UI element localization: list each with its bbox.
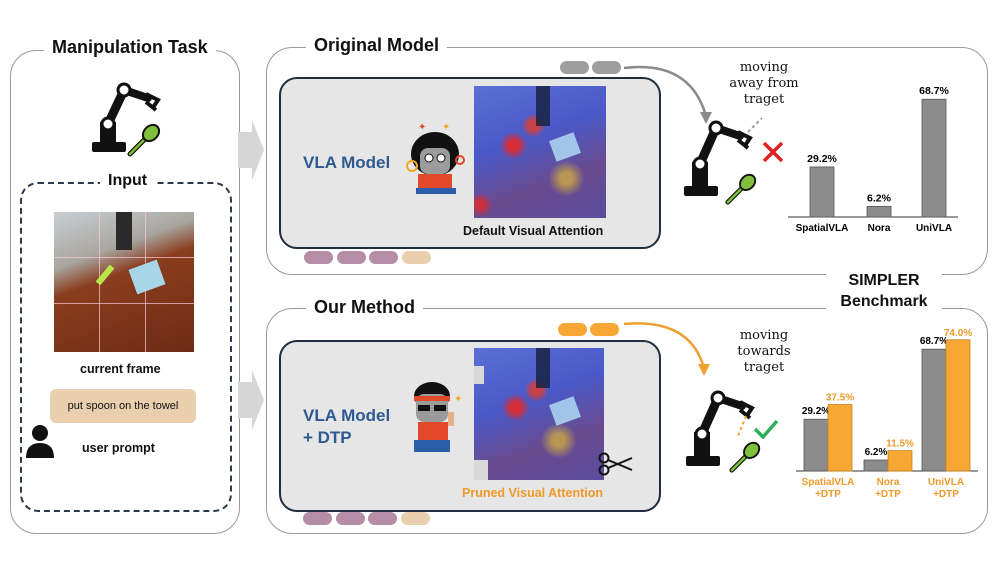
dtp-label: + DTP (303, 428, 352, 447)
token (558, 323, 587, 336)
robot-arm-icon (684, 117, 763, 196)
data-label: 74.0% (944, 328, 972, 339)
bar (863, 459, 889, 472)
arrow-right-icon (238, 370, 264, 430)
spoon-icon (127, 123, 161, 157)
spoon-icon (729, 441, 761, 473)
pruned-attention-caption: Pruned Visual Attention (462, 486, 603, 500)
cool-character-icon: ✦ (414, 382, 462, 452)
arrow-right-icon (238, 120, 264, 180)
token (368, 512, 397, 525)
action-text: moving away from traget (729, 60, 799, 107)
pruned-attention-image (474, 348, 604, 480)
bar (827, 404, 853, 472)
token (304, 251, 333, 264)
tick-label: +DTP (933, 489, 959, 500)
token (401, 512, 430, 525)
bar (866, 205, 892, 218)
current-frame-image (54, 212, 194, 352)
tick-label: Nora (868, 223, 891, 234)
tick-label: +DTP (815, 489, 841, 500)
token (590, 323, 619, 336)
check-icon (753, 419, 779, 440)
chart-original: 29.2% SpatialVLA 6.2% Nora 68.7% UniVLA (788, 85, 958, 234)
data-label: 37.5% (826, 393, 854, 404)
default-attention-caption: Default Visual Attention (463, 224, 604, 238)
chart-ours: 29.2%6.2%68.7%37.5%11.5%74.0%SpatialVLA+… (796, 328, 978, 500)
svg-text:✦: ✦ (418, 122, 426, 133)
data-label: 68.7% (919, 85, 949, 97)
tick-label: SpatialVLA (802, 477, 855, 488)
action-text: moving towards traget (737, 328, 791, 375)
default-attention-image (474, 86, 606, 218)
svg-text:✦: ✦ (454, 394, 462, 405)
cross-icon (762, 141, 784, 163)
benchmark-title: SIMPLER Benchmark (826, 270, 942, 312)
svg-text:✦: ✦ (442, 122, 450, 133)
bar (945, 339, 971, 472)
token (336, 512, 365, 525)
bar (921, 98, 947, 218)
data-label: 29.2% (807, 153, 837, 165)
tick-label: UniVLA (928, 477, 964, 488)
manipulation-task-title: Manipulation Task (44, 37, 216, 58)
tick-label: Nora (877, 477, 900, 488)
original-model-panel (266, 47, 988, 275)
robot-arm-icon (686, 390, 755, 466)
vla-model-label: VLA Model (303, 406, 391, 425)
token (592, 61, 621, 74)
confused-character-icon: ✦ ✦ (406, 122, 465, 194)
token (560, 61, 589, 74)
user-icon (26, 425, 54, 458)
curved-arrow-icon (623, 322, 710, 376)
curved-arrow-icon (623, 65, 712, 124)
data-label: 6.2% (865, 447, 888, 458)
our-method-title: Our Method (306, 297, 423, 318)
token (369, 251, 398, 264)
prompt-bubble: put spoon on the towel (50, 389, 196, 423)
current-frame-caption: current frame (80, 362, 161, 376)
bar (887, 450, 913, 472)
bar (809, 166, 835, 218)
user-prompt-caption: user prompt (82, 441, 155, 455)
data-label: 29.2% (802, 406, 830, 417)
token (402, 251, 431, 264)
robot-arm-icon (92, 82, 161, 152)
data-label: 11.5% (886, 439, 914, 450)
tick-label: +DTP (875, 489, 901, 500)
tick-label: UniVLA (916, 223, 952, 234)
vla-model-dtp-label: VLA Model + DTP (303, 405, 390, 449)
our-method-panel (266, 308, 988, 534)
bar (803, 418, 829, 472)
token (303, 512, 332, 525)
scissors-icon (598, 452, 633, 476)
input-title: Input (100, 172, 156, 190)
bar (921, 348, 947, 472)
data-label: 6.2% (867, 192, 892, 204)
prompt-text: put spoon on the towel (67, 400, 179, 412)
data-label: 68.7% (920, 336, 948, 347)
original-model-title: Original Model (306, 35, 448, 56)
token (337, 251, 366, 264)
spoon-icon (725, 173, 757, 205)
tick-label: SpatialVLA (796, 223, 849, 234)
vla-model-label: VLA Model (303, 153, 391, 172)
